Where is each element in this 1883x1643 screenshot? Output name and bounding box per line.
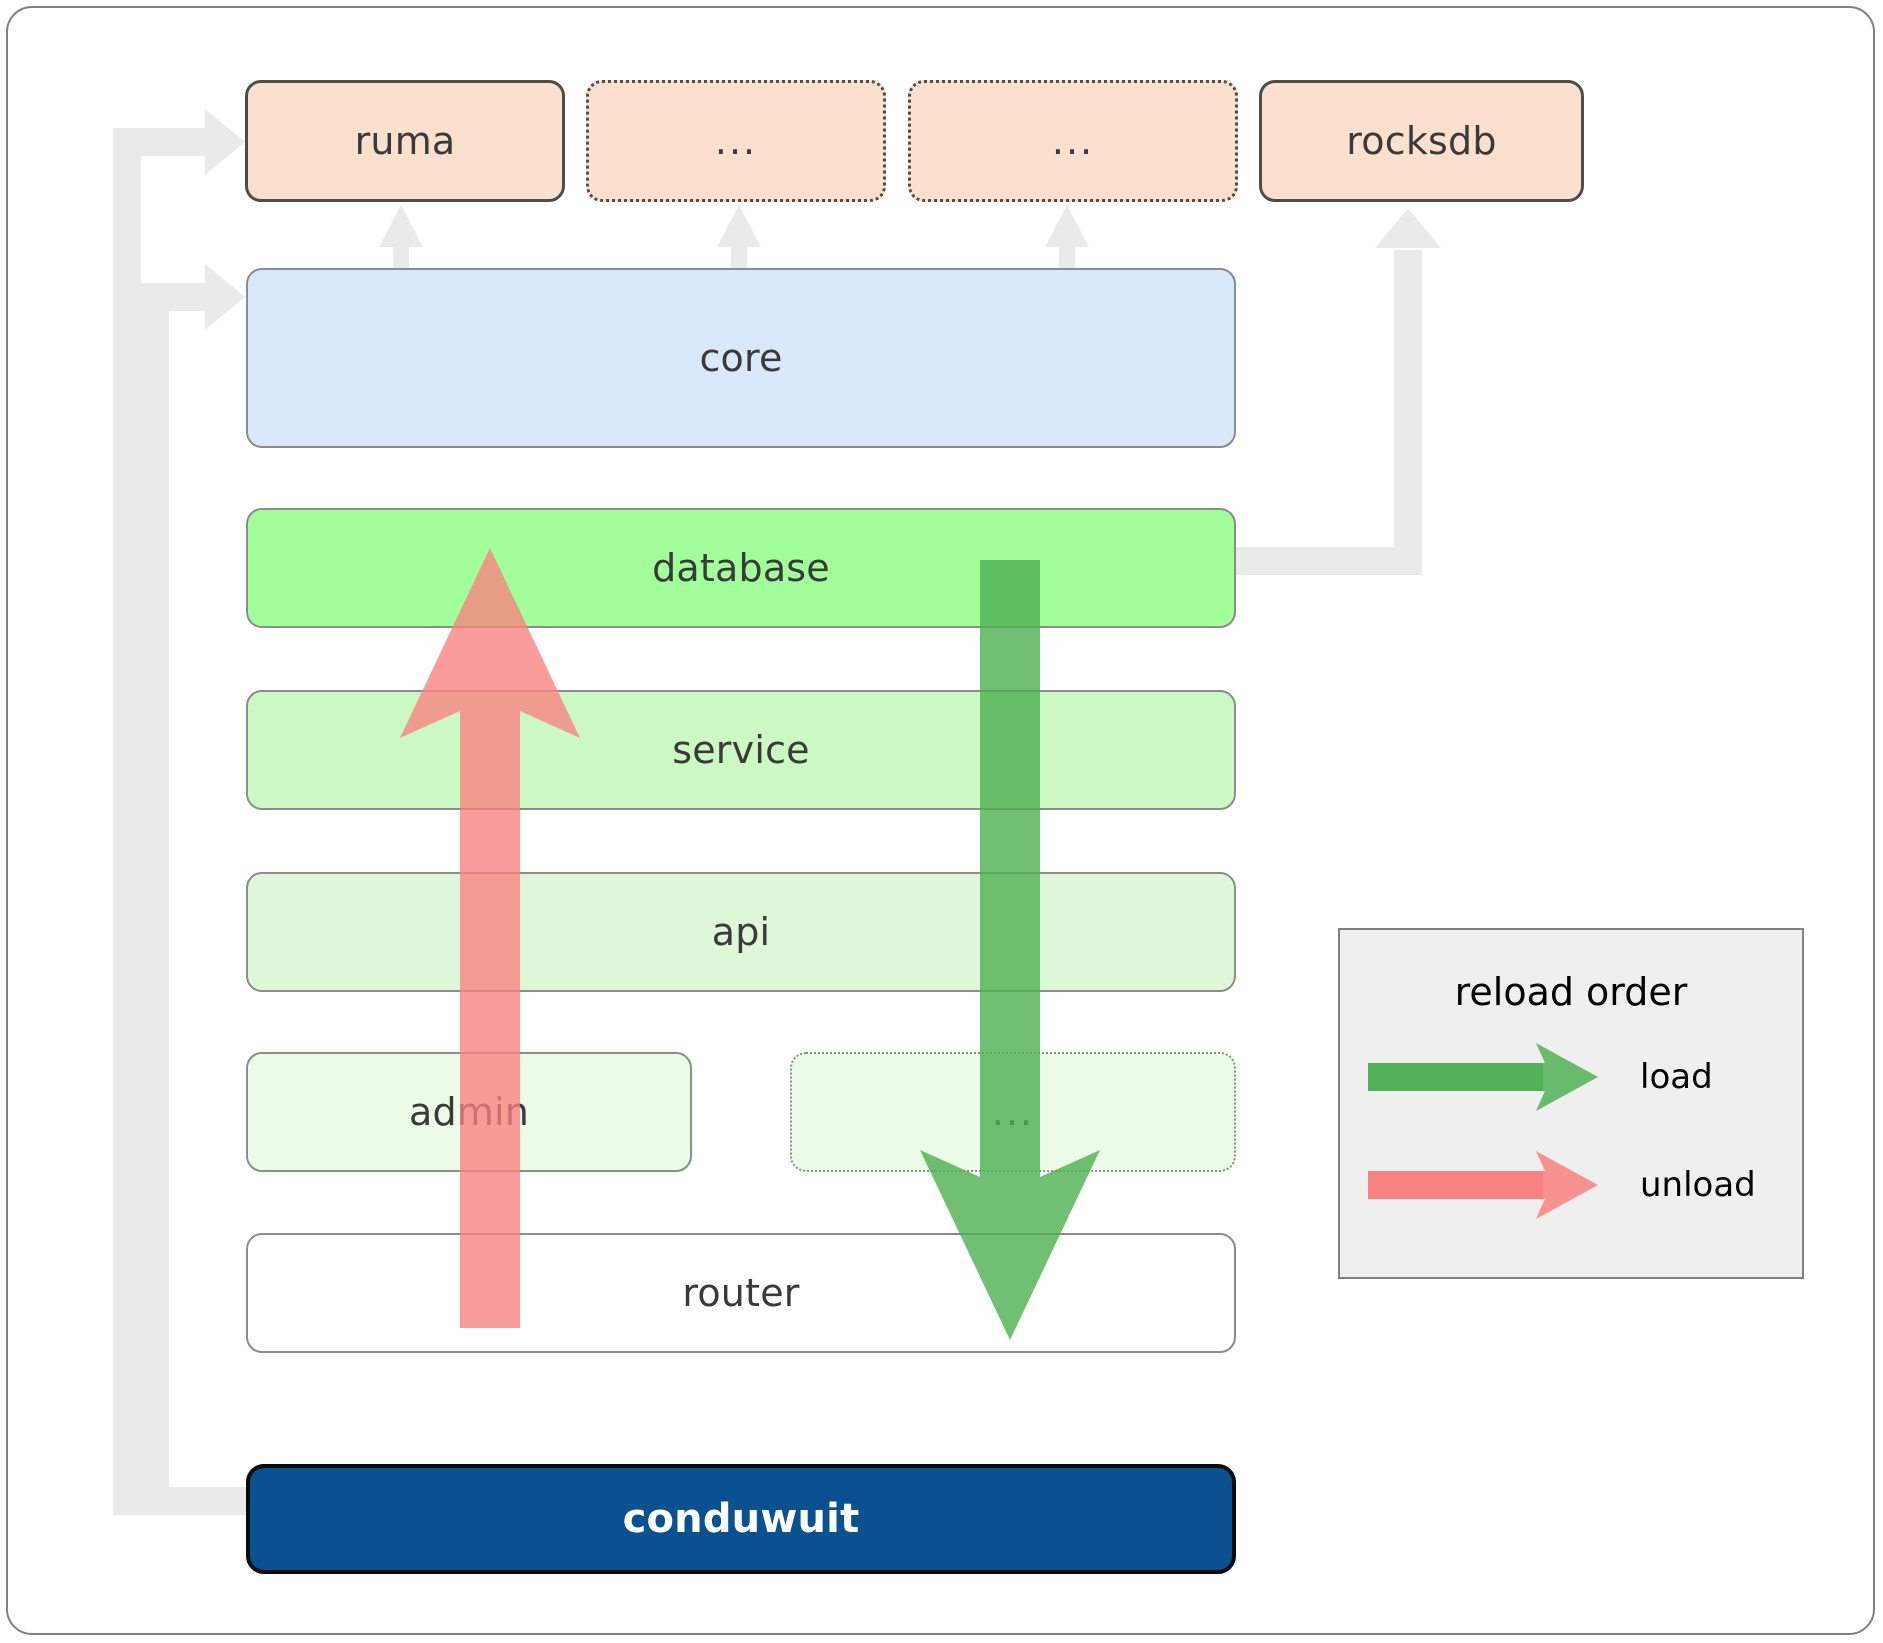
legend-label-unload: unload: [1640, 1165, 1756, 1205]
core-to-ruma-arrowhead: [379, 205, 423, 247]
connector-arrowhead-rocksdb: [1375, 208, 1441, 248]
crate-box-dots2[interactable]: ...: [908, 80, 1238, 202]
connector-arrowhead-core: [205, 264, 245, 330]
core-to-dots2-arrowhead: [1045, 205, 1089, 247]
layer-label-database: database: [652, 546, 830, 590]
connector-branch-core-horizontal: [141, 283, 213, 311]
crate-label-rocksdb: rocksdb: [1346, 119, 1497, 163]
core-to-dots1-arrowhead: [717, 205, 761, 247]
connector-branch-core-vertical: [141, 283, 169, 1513]
crate-box-rocksdb[interactable]: rocksdb: [1259, 80, 1584, 202]
load-arrow: [910, 560, 1110, 1340]
crate-box-dots1[interactable]: ...: [586, 80, 886, 202]
layer-label-api: api: [711, 910, 771, 954]
legend-load-arrow-icon: [1368, 1043, 1598, 1111]
legend-label-load: load: [1640, 1057, 1713, 1097]
legend-unload-arrow-icon: [1368, 1151, 1598, 1219]
layer-box-service[interactable]: service: [246, 690, 1236, 810]
connector-database-rocksdb-horizontal: [1230, 547, 1422, 575]
application-label-conduwuit: conduwuit: [622, 1496, 860, 1542]
connector-database-rocksdb-vertical: [1394, 250, 1422, 570]
legend-panel: reload order load unload: [1338, 928, 1804, 1279]
layer-label-router: router: [682, 1271, 800, 1315]
unload-arrow: [390, 548, 590, 1328]
layer-box-router[interactable]: router: [246, 1233, 1236, 1353]
crate-label-dots1: ...: [714, 118, 758, 163]
layer-box-database[interactable]: database: [246, 508, 1236, 628]
layer-label-service: service: [672, 728, 810, 772]
layer-box-core[interactable]: core: [246, 268, 1236, 448]
legend-title: reload order: [1454, 970, 1688, 1014]
layer-label-core: core: [699, 336, 783, 380]
crate-label-dots2: ...: [1051, 118, 1095, 163]
connector-trunk-vertical: [113, 128, 141, 1515]
layer-box-api[interactable]: api: [246, 872, 1236, 992]
connector-arrowhead-ruma: [205, 109, 245, 175]
connector-branch-ruma-horizontal: [113, 128, 213, 156]
crate-label-ruma: ruma: [354, 119, 456, 163]
crate-box-ruma[interactable]: ruma: [245, 80, 565, 202]
application-box-conduwuit[interactable]: conduwuit: [246, 1464, 1236, 1574]
